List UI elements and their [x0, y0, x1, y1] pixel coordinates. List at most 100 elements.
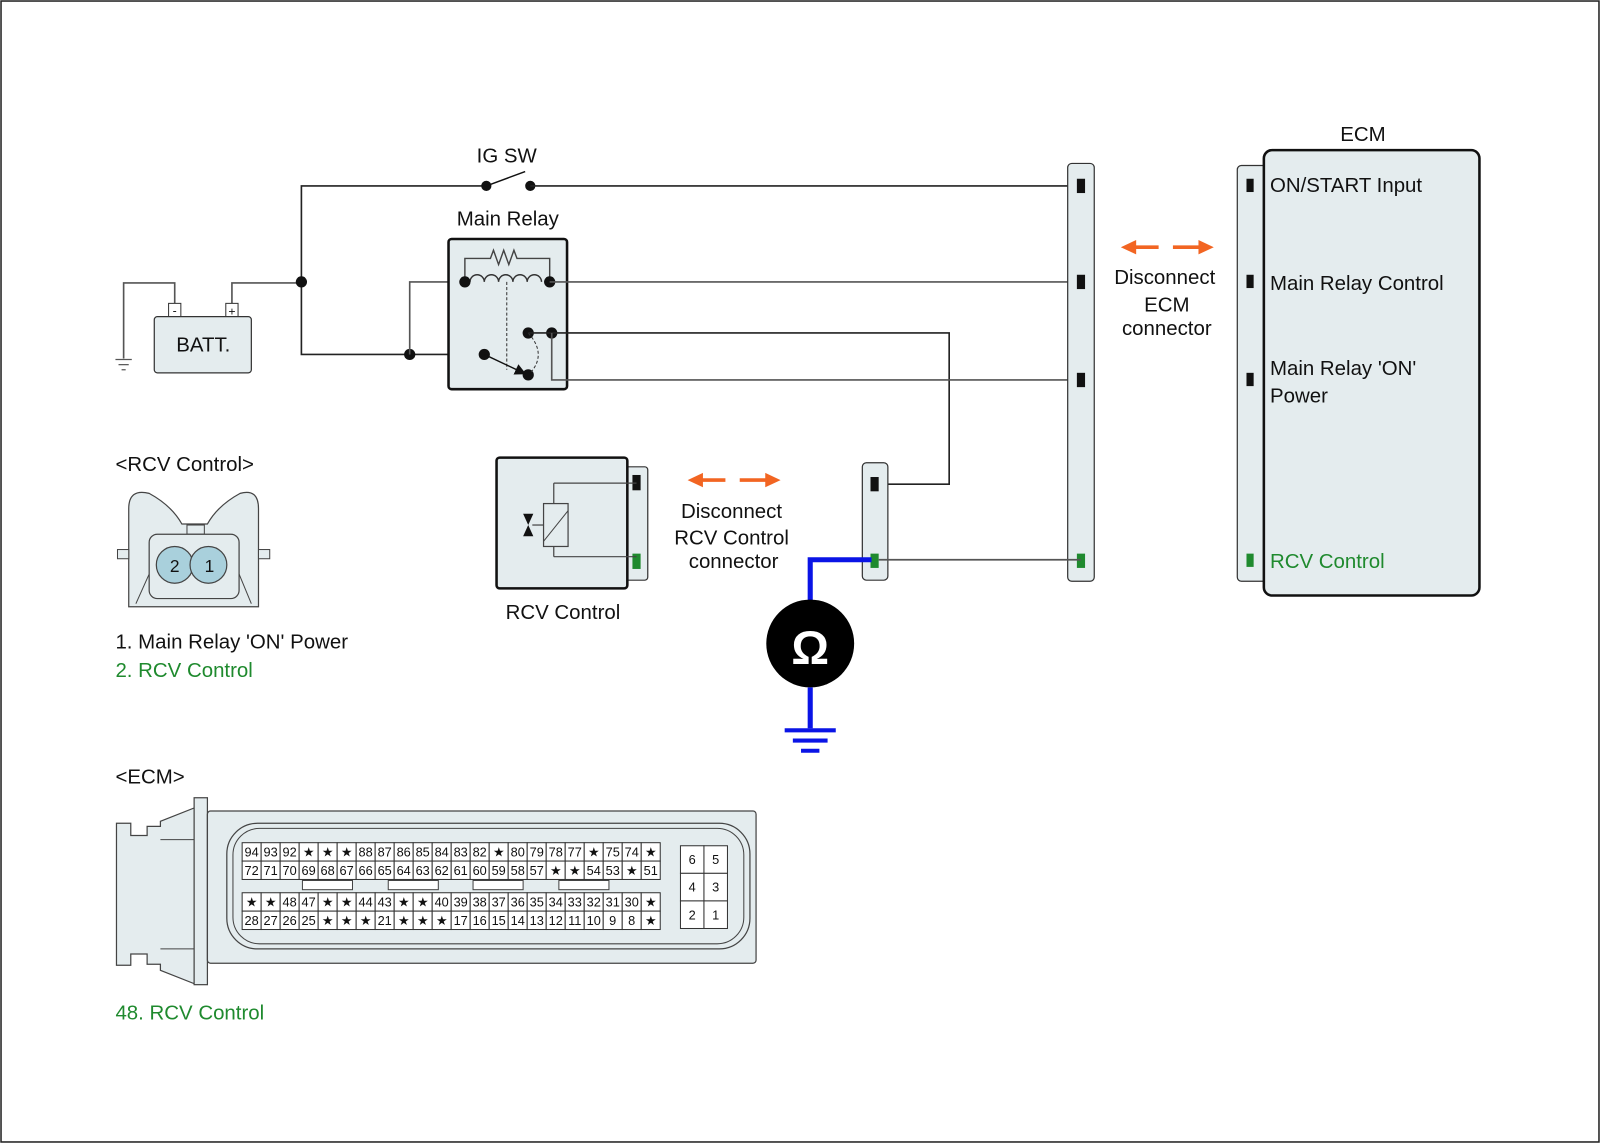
ecm-pin-number: 30 — [625, 895, 639, 910]
ecm-pin-main-relay-control: Main Relay Control — [1270, 273, 1444, 295]
ecm-pin-number: 27 — [264, 913, 278, 928]
ecm-pin-number: 70 — [283, 863, 297, 878]
main-relay-label: Main Relay — [457, 209, 560, 231]
disconnect-ecm-text-2: ECM — [1144, 295, 1189, 317]
ecm-pin-number: 88 — [359, 844, 373, 859]
ecm-pin-number: 35 — [530, 895, 544, 910]
rcv-pin-2: 2 — [170, 556, 180, 576]
ecm-pin-number: ★ — [341, 913, 352, 928]
disconnect-rcv-text-1: Disconnect — [681, 501, 782, 523]
ohm-symbol: Ω — [791, 621, 829, 674]
ecm-title: ECM — [1340, 124, 1385, 146]
ecm-pin-number: 37 — [492, 895, 506, 910]
ecm-pin-number: 43 — [378, 895, 392, 910]
ecm-pin-number: 78 — [549, 844, 563, 859]
disconnect-rcv-text-2: RCV Control — [674, 527, 789, 549]
ecm-pin-number: ★ — [341, 844, 352, 859]
ecm-pin-number: 54 — [587, 863, 601, 878]
ecm-pin-number: ★ — [550, 863, 561, 878]
ecm-pin-number: 34 — [549, 895, 563, 910]
battery-plus-sign: + — [228, 305, 235, 319]
ecm-pin-number: 62 — [435, 863, 449, 878]
ecm-pin-number: 57 — [530, 863, 544, 878]
ecm-pin-number: 15 — [492, 913, 506, 928]
wire-main-relay-on-power-to-rcv — [528, 332, 950, 485]
ecm-pin-number: ★ — [645, 913, 656, 928]
ecm-pin-number: 94 — [245, 844, 259, 859]
ecm-pin-number: 40 — [435, 895, 449, 910]
ecm-pin-number: 82 — [473, 844, 487, 859]
ecm-pin-cell — [640, 860, 661, 880]
ecm-pin-number: 48 — [283, 895, 297, 910]
ecm-pin-number: ★ — [360, 913, 371, 928]
ecm-pin-number: ★ — [398, 913, 409, 928]
main-relay: Main Relay — [447, 209, 569, 391]
ecm-pin-number: 74 — [625, 844, 639, 859]
wire-to-relay-switch — [300, 282, 485, 356]
test-lead-to-ohmmeter — [807, 557, 872, 611]
ecm-pin-number: ★ — [569, 863, 580, 878]
disconnect-rcv-arrows-icon — [687, 472, 781, 488]
ecm-pin-number: 59 — [492, 863, 506, 878]
wire-to-ig-switch — [300, 185, 485, 283]
ecm-pin-number: 85 — [416, 844, 430, 859]
ecm-pin-number: ★ — [436, 913, 447, 928]
ecm-pin-main-relay-on-power-1: Main Relay 'ON' — [1270, 358, 1416, 380]
ecm-aux-pin-number: 2 — [689, 907, 696, 922]
battery-minus-sign: - — [173, 304, 177, 318]
ecm-pin-number: 33 — [568, 895, 582, 910]
ecm-pin-number: 47 — [302, 895, 316, 910]
ecm-pin-number: ★ — [322, 895, 333, 910]
ecm-aux-pin-number: 1 — [712, 907, 719, 922]
battery-label: BATT. — [176, 334, 230, 356]
ecm-pin-cell — [640, 910, 661, 931]
disconnect-ecm-arrows-icon — [1120, 240, 1214, 255]
ecm-pin-number: 32 — [587, 895, 601, 910]
ecm-pin-number: 80 — [511, 844, 525, 859]
ecm-pin-number: 60 — [473, 863, 487, 878]
ecm-pin-number: 14 — [511, 913, 525, 928]
ecm-pin-number: 36 — [511, 895, 525, 910]
ecm-pin-number: 12 — [549, 913, 563, 928]
ecm-pin-number: 13 — [530, 913, 544, 928]
ecm-pin-number: ★ — [398, 895, 409, 910]
disconnect-ecm-text-3: connector — [1122, 318, 1212, 340]
ecm-pin-number: 21 — [378, 913, 392, 928]
ecm-aux-pin-number: 3 — [712, 880, 719, 895]
ecm-pin-number: 64 — [397, 863, 411, 878]
ecm-pin-number: 8 — [628, 913, 635, 928]
ground-symbol-icon — [115, 358, 132, 371]
ecm-aux-pin-number: 6 — [689, 852, 696, 867]
ecm-pin-number: 65 — [378, 863, 392, 878]
pin-terminal-highlight — [870, 553, 879, 568]
ecm-pin-number: 69 — [302, 863, 316, 878]
wire-main-relay-on-power — [550, 332, 1081, 381]
ig-sw-label: IG SW — [477, 145, 538, 167]
ecm-pin-number: ★ — [341, 895, 352, 910]
ecm-pin-number: 16 — [473, 913, 487, 928]
ecm-pin-number: ★ — [417, 913, 428, 928]
ecm-pin-number: ★ — [265, 895, 276, 910]
ecm-aux-pin-number: 4 — [689, 880, 696, 895]
ecm-pin-number: 86 — [397, 844, 411, 859]
rcv-control-component: RCV Control — [495, 456, 649, 624]
ecm-pin-number: 84 — [435, 844, 449, 859]
ecm-pin-rcv-control: RCV Control — [1270, 551, 1385, 573]
ecm-pin-number: 79 — [530, 844, 544, 859]
rcv-pin-1: 1 — [205, 556, 215, 576]
ground-icon — [784, 728, 836, 753]
ecm-pin-number: 10 — [587, 913, 601, 928]
harness-connector-rcv-side — [861, 462, 889, 581]
ecm-pin-number: 11 — [568, 913, 581, 928]
pin-terminal — [1076, 274, 1086, 290]
ecm-pin-number: 9 — [609, 913, 616, 928]
ecm-pin-number: ★ — [303, 844, 314, 859]
ecm-pin-number: 63 — [416, 863, 430, 878]
ecm-pin-number: 72 — [245, 863, 259, 878]
ecm-pin-number: 68 — [321, 863, 335, 878]
ecm-legend-48: 48. RCV Control — [115, 1002, 264, 1024]
ecm-connector-title: <ECM> — [115, 766, 184, 788]
ecm-pin-number: 66 — [359, 863, 373, 878]
ecm-pin-main-relay-on-power-2: Power — [1270, 385, 1328, 407]
